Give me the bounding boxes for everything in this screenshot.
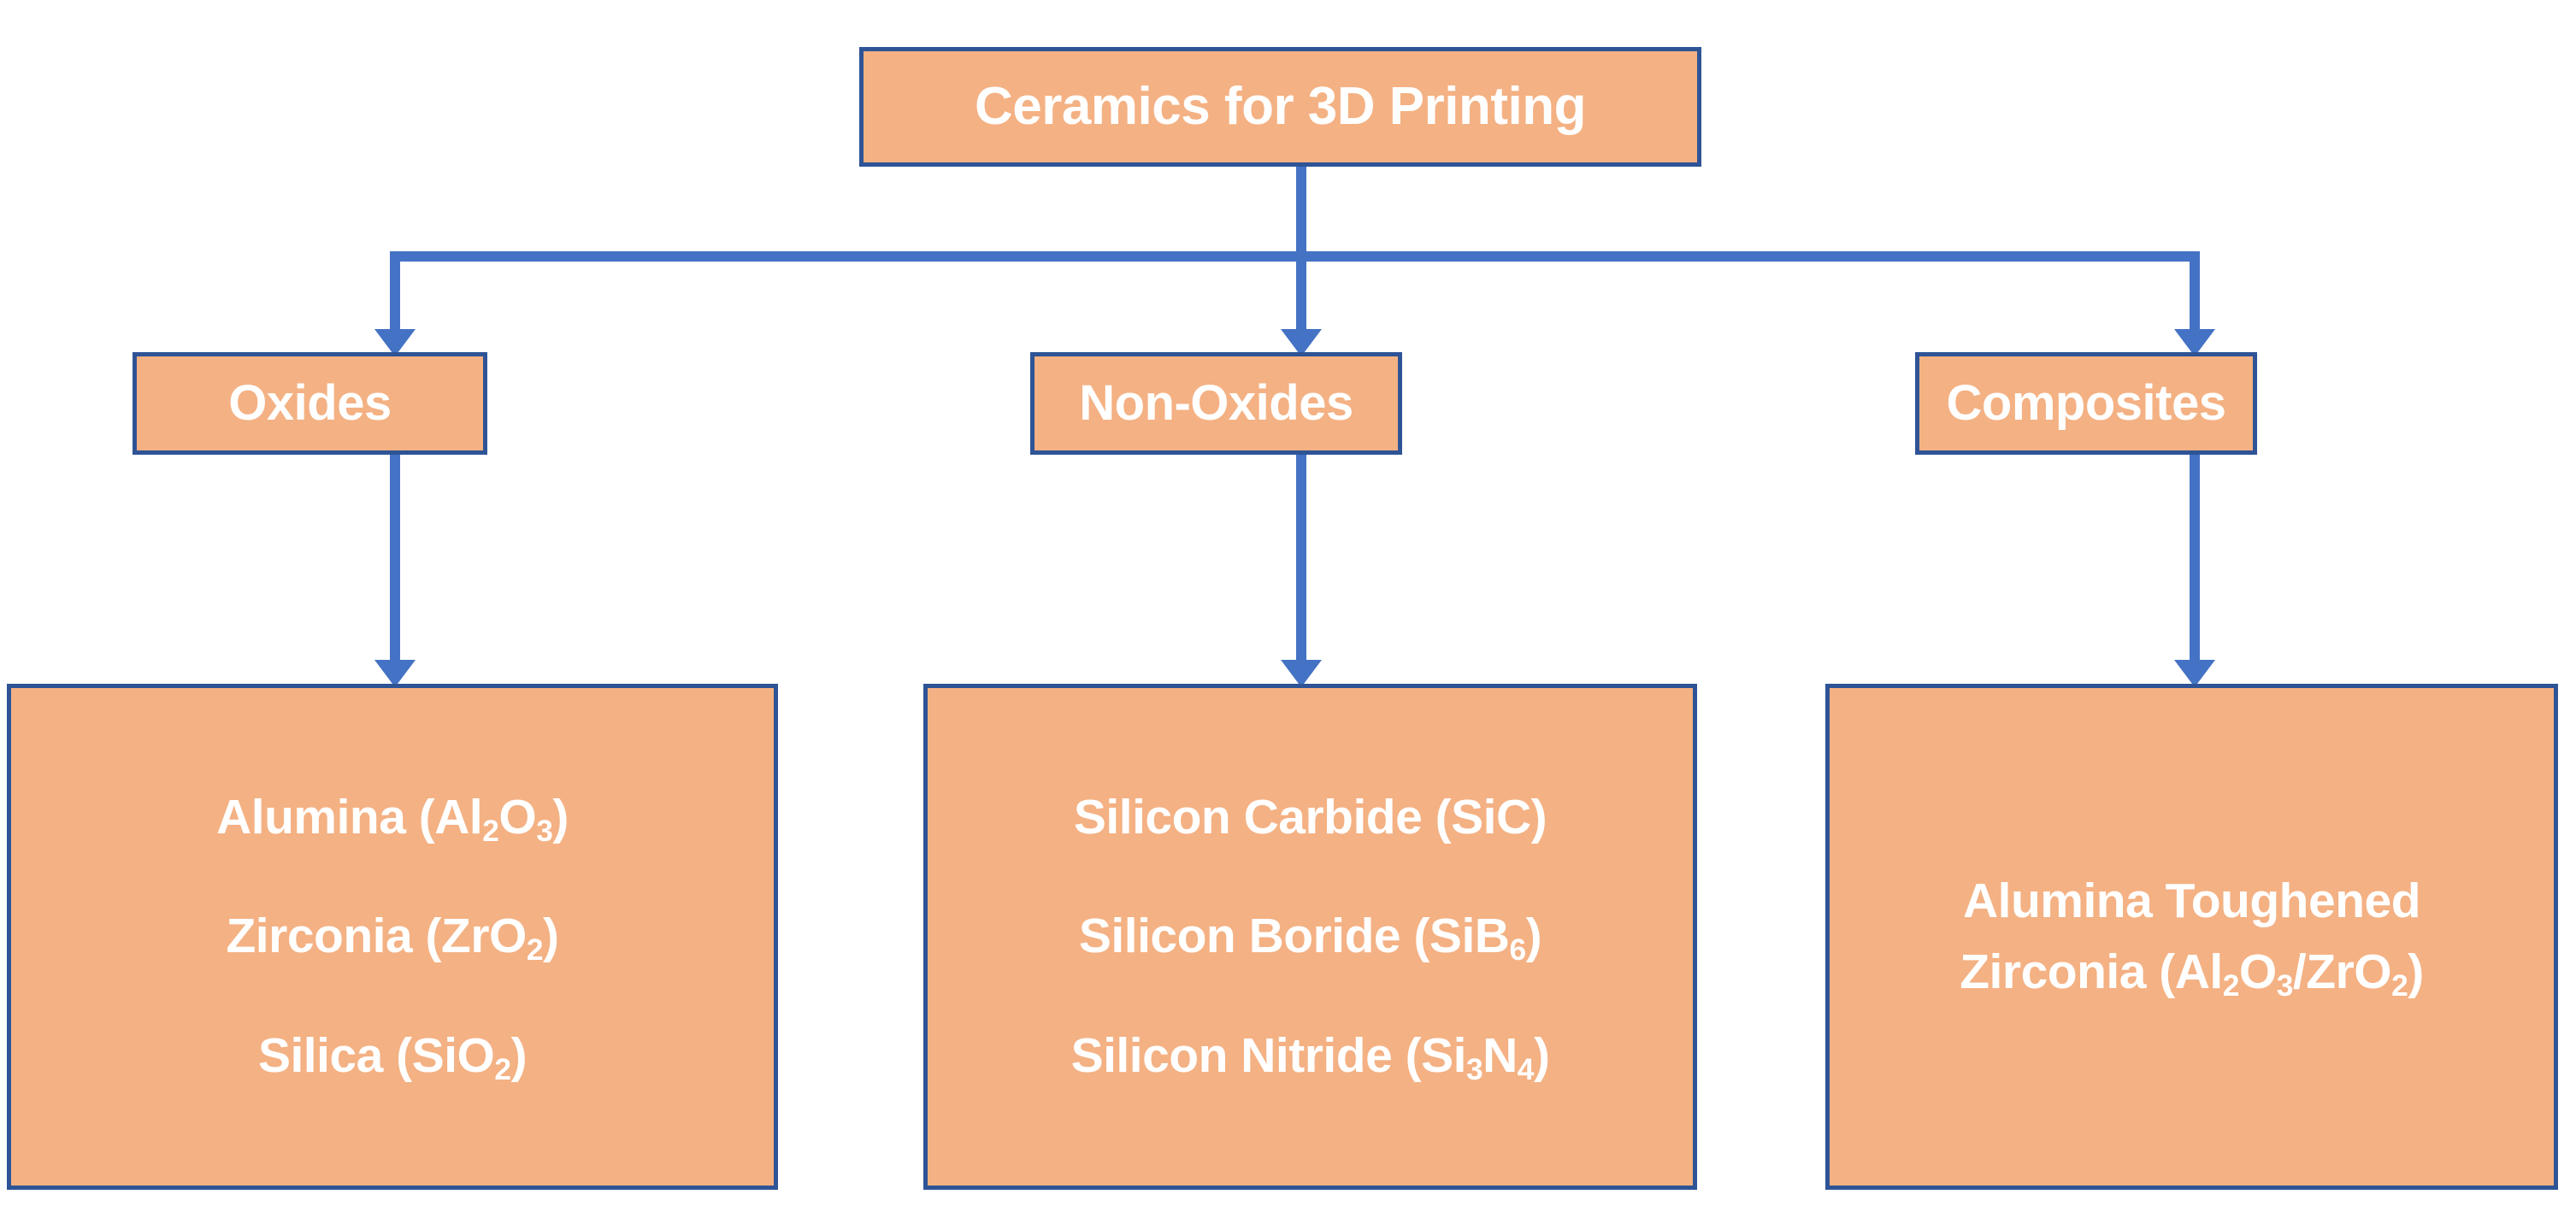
list-item: Zirconia (Al2O3/ZrO2) [1830, 941, 2554, 1003]
formula-part: ) [552, 789, 569, 844]
subscript: 2 [494, 1052, 511, 1086]
connector-root-stem [1296, 167, 1306, 261]
connector-composites-to-list [2190, 455, 2200, 667]
material-name-silicon-boride: Silicon Boride (SiB [1078, 909, 1510, 964]
material-name-zirconia: Zirconia (ZrO [226, 909, 527, 964]
formula-part: ) [543, 909, 559, 964]
list-item: Alumina Toughened [1830, 870, 2554, 933]
subscript: 4 [1517, 1052, 1535, 1086]
arrowhead-non-oxides-icon [1281, 329, 1322, 356]
list-item: Zirconia (ZrO2) [11, 909, 774, 968]
arrowhead-composites-icon [2174, 329, 2215, 356]
connector-oxides-to-list [390, 455, 400, 667]
subscript: 2 [526, 933, 544, 968]
list-item: Silicon Boride (SiB6) [928, 909, 1693, 968]
material-name-alumina-toughened: Alumina Toughened [1962, 874, 2421, 929]
formula-part: N [1483, 1027, 1518, 1083]
list-item: Alumina (Al2O3) [11, 789, 774, 848]
node-oxide-materials-list[interactable]: Alumina (Al2O3) Zirconia (ZrO2) Silica (… [7, 684, 778, 1190]
connector-root-to-composites [2190, 251, 2200, 333]
list-item: Silicon Carbide (SiC) [928, 790, 1693, 846]
node-composites-label: Composites [1946, 374, 2226, 431]
node-root-label: Ceramics for 3D Printing [975, 77, 1586, 137]
material-name-zirconia-composite: Zirconia (Al [1960, 944, 2223, 999]
connector-root-to-oxides [390, 251, 400, 333]
material-name-alumina: Alumina (Al [216, 789, 483, 844]
material-name-silicon-carbide: Silicon Carbide (SiC) [1073, 789, 1547, 844]
subscript: 6 [1509, 933, 1526, 968]
formula-part: ) [1533, 1027, 1550, 1083]
subscript: 2 [482, 814, 499, 848]
material-name-silicon-nitride: Silicon Nitride (Si [1070, 1027, 1467, 1083]
formula-part: O [498, 789, 537, 844]
formula-part: ) [1525, 909, 1542, 964]
formula-part: O [2238, 944, 2277, 999]
subscript: 3 [2276, 969, 2294, 1003]
subscript: 2 [2391, 969, 2408, 1003]
node-root-ceramics[interactable]: Ceramics for 3D Printing [859, 47, 1701, 167]
formula-part: ) [2408, 944, 2424, 999]
node-non-oxides[interactable]: Non-Oxides [1030, 352, 1402, 455]
node-oxides[interactable]: Oxides [133, 352, 487, 455]
connector-root-to-non-oxides [1296, 251, 1306, 333]
node-non-oxides-label: Non-Oxides [1079, 374, 1353, 431]
node-non-oxide-materials-list[interactable]: Silicon Carbide (SiC) Silicon Boride (Si… [923, 684, 1697, 1190]
connector-non-oxides-to-list [1296, 455, 1306, 667]
list-item: Silicon Nitride (Si3N4) [928, 1027, 1693, 1086]
subscript: 3 [1465, 1052, 1483, 1086]
subscript: 2 [2222, 969, 2240, 1003]
formula-part: /ZrO [2292, 944, 2392, 999]
node-oxides-label: Oxides [228, 374, 392, 431]
arrowhead-oxides-icon [374, 329, 416, 356]
arrowhead-oxide-list-icon [374, 660, 416, 687]
node-composite-materials-list[interactable]: Alumina Toughened Zirconia (Al2O3/ZrO2) [1825, 684, 2558, 1190]
arrowhead-non-oxide-list-icon [1281, 660, 1322, 687]
list-item: Silica (SiO2) [11, 1027, 774, 1086]
node-composites[interactable]: Composites [1915, 352, 2257, 455]
arrowhead-composite-list-icon [2174, 660, 2215, 687]
material-name-silica: Silica (SiO [257, 1027, 495, 1083]
subscript: 3 [536, 814, 553, 848]
formula-part: ) [510, 1027, 528, 1083]
